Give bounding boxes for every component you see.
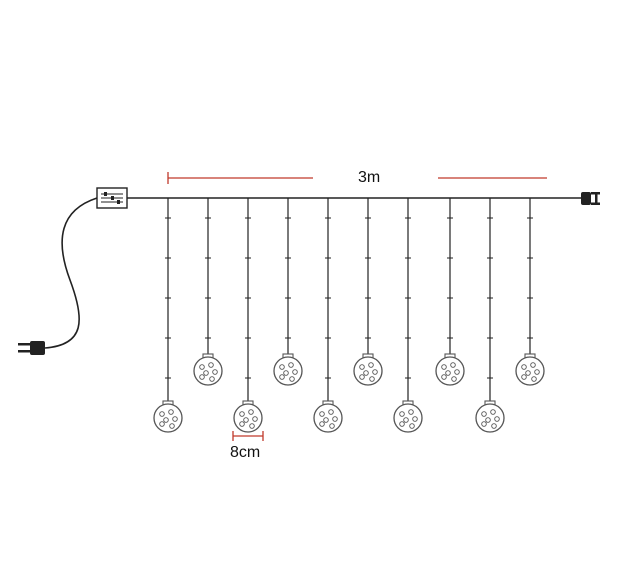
length-dimension (167, 172, 547, 184)
controller-box-icon (96, 187, 128, 209)
ball-bulb-icon (435, 353, 465, 386)
ball-diameter-label: 8cm (230, 444, 261, 461)
ball-bulb-icon (393, 400, 423, 433)
strand (353, 198, 383, 386)
ball-bulb-icon (153, 400, 183, 433)
ball-bulb-icon (515, 353, 545, 386)
strand (515, 198, 545, 386)
power-cord (44, 197, 98, 349)
end-connector-icon (581, 192, 600, 205)
strand (313, 198, 343, 433)
strand (153, 198, 183, 433)
strand (475, 198, 505, 433)
ball-bulb-icon (475, 400, 505, 433)
ball-bulb-icon (313, 400, 343, 433)
strand (193, 198, 223, 386)
ball-diameter-dimension (232, 431, 264, 441)
strand (273, 198, 303, 386)
ball-bulb-icon (233, 400, 263, 433)
power-plug-icon (18, 341, 45, 355)
strand (393, 198, 423, 433)
ball-bulb-icon (193, 353, 223, 386)
strand (435, 198, 465, 386)
strand (233, 198, 263, 433)
strands (153, 198, 545, 433)
ball-bulb-icon (353, 353, 383, 386)
ball-bulb-icon (273, 353, 303, 386)
length-label: 3m (358, 169, 381, 186)
